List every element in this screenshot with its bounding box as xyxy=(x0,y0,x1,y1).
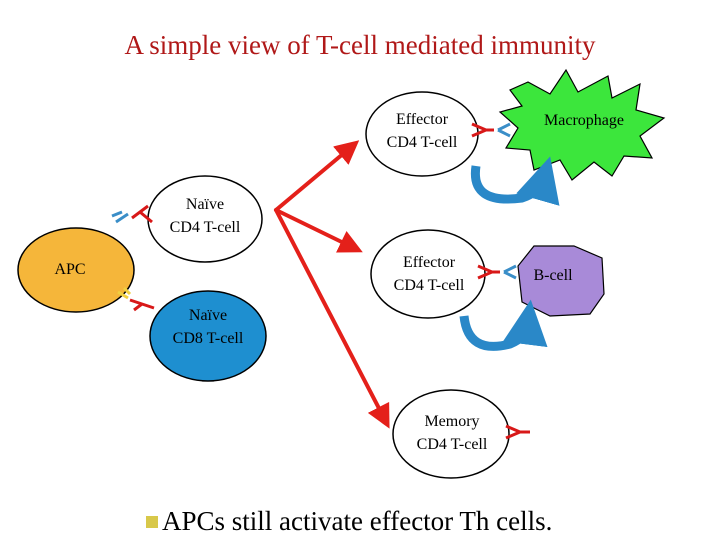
effector-cd4-mid-label: Effector CD4 T-cell xyxy=(372,251,486,297)
naive-cd8-cell xyxy=(149,290,267,382)
naive-cd8-line2: CD8 T-cell xyxy=(172,330,244,347)
activation-arrows xyxy=(274,140,390,429)
bullet-text: APCs still activate effector Th cells. xyxy=(146,506,552,537)
bullet-label: APCs still activate effector Th cells. xyxy=(162,506,553,536)
tcr-naive-cd8-icon xyxy=(117,286,155,312)
apc-label: APC xyxy=(54,261,86,278)
tcr-effector-top-icon xyxy=(471,122,511,138)
effector-cd4-mid-line2: CD4 T-cell xyxy=(393,277,465,294)
memory-cd4-line1: Memory xyxy=(424,413,480,430)
memory-cd4-label: Memory CD4 T-cell xyxy=(394,410,510,456)
effector-cd4-mid-line1: Effector xyxy=(402,254,456,271)
effector-cd4-top-label: Effector CD4 T-cell xyxy=(366,108,478,154)
bcell-label: B-cell xyxy=(533,267,573,284)
tcr-naive-cd4-icon xyxy=(111,204,153,224)
naive-cd4-line1: Naïve xyxy=(185,196,225,213)
bcell-shape xyxy=(517,245,605,317)
slide-title: A simple view of T-cell mediated immunit… xyxy=(124,30,596,60)
memory-cd4-line2: CD4 T-cell xyxy=(416,436,488,453)
macrophage-activation-arrow xyxy=(470,156,560,206)
naive-cd8-line1: Naïve xyxy=(188,307,228,324)
bullet-square-icon xyxy=(146,516,158,528)
memory-cd4-cell xyxy=(392,389,510,479)
macrophage-label: Macrophage xyxy=(544,112,624,129)
effector-cd4-top-line1: Effector xyxy=(395,111,449,128)
apc-cell xyxy=(17,227,135,313)
bcell-activation-arrow xyxy=(459,299,548,351)
tcr-memory-icon xyxy=(505,424,530,440)
naive-cd4-label: Naïve CD4 T-cell xyxy=(148,193,262,239)
macrophage-shape xyxy=(498,68,666,181)
naive-cd4-line2: CD4 T-cell xyxy=(169,219,241,236)
effector-cd4-top-line2: CD4 T-cell xyxy=(386,134,458,151)
naive-cd8-label: Naïve CD8 T-cell xyxy=(150,304,266,350)
tcr-effector-mid-icon xyxy=(477,264,517,280)
